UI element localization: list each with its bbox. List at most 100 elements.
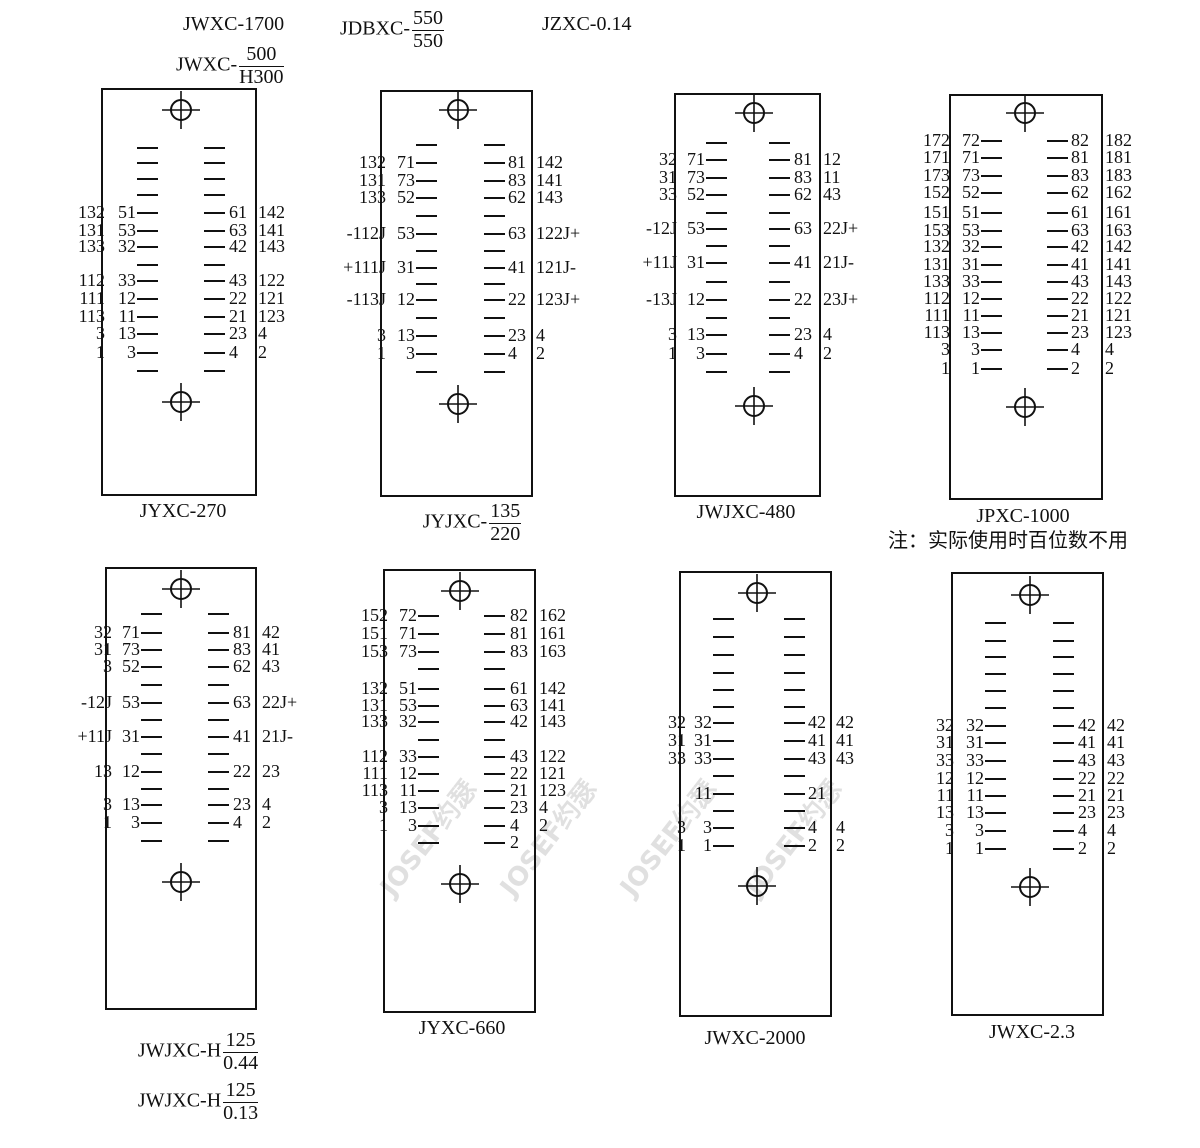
contact-dash-right — [484, 668, 505, 670]
contact-dash-left — [137, 147, 158, 149]
contact-dash-left — [985, 760, 1006, 762]
contact-inner-right: 4 — [233, 812, 242, 832]
contact-dash-right — [1047, 315, 1068, 317]
contact-dash-right — [769, 245, 790, 247]
relay-panel — [105, 567, 257, 1010]
contact-inner-left: 73 — [399, 641, 417, 661]
contact-dash-right — [1047, 298, 1068, 300]
terminal-outer-left: 32 — [94, 622, 112, 642]
contact-dash-right — [769, 212, 790, 214]
contact-dash-right — [484, 842, 505, 844]
relay-panel — [380, 90, 533, 497]
contact-dash-left — [137, 280, 158, 282]
contact-inner-right: 62 — [794, 184, 812, 204]
terminal-outer-left: +111J — [343, 257, 386, 277]
contact-dash-right — [484, 299, 505, 301]
terminal-outer-right: 122 — [539, 746, 566, 766]
terminal-outer-right: 4 — [258, 323, 267, 343]
contact-inner-left: 1 — [971, 358, 980, 378]
terminal-outer-right: 2 — [536, 343, 545, 363]
contact-inner-right: 41 — [508, 257, 526, 277]
contact-dash-left — [985, 795, 1006, 797]
contact-dash-left — [706, 281, 727, 283]
terminal-outer-left: 153 — [923, 220, 950, 240]
contact-dash-right — [1053, 742, 1074, 744]
contact-inner-left: 73 — [962, 165, 980, 185]
contact-inner-right: 43 — [510, 746, 528, 766]
contact-dash-left — [706, 317, 727, 319]
contact-dash-right — [484, 825, 505, 827]
mounting-hole-icon — [1006, 388, 1044, 426]
contact-dash-right — [204, 194, 225, 196]
terminal-outer-right: 122 — [1105, 289, 1132, 307]
contact-dash-right — [1053, 707, 1074, 709]
terminal-outer-left: -13J — [646, 289, 677, 309]
relay-panel — [951, 572, 1104, 1016]
caption-prefix: JWJXC-H — [137, 1039, 222, 1062]
contact-dash-right — [1047, 349, 1068, 351]
contact-inner-left: 13 — [397, 325, 415, 345]
contact-dash-left — [137, 230, 158, 232]
contact-inner-right: 83 — [1071, 165, 1089, 185]
contact-inner-left: 3 — [703, 817, 712, 837]
terminal-outer-right: 43 — [823, 184, 841, 204]
contact-dash-right — [784, 689, 805, 691]
terminal-outer-right: 161 — [1105, 203, 1132, 221]
contact-dash-left — [713, 758, 734, 760]
contact-dash-left — [141, 666, 162, 668]
contact-inner-left: 12 — [122, 761, 140, 781]
contact-inner-right: 83 — [233, 639, 251, 659]
contact-dash-left — [706, 142, 727, 144]
contact-inner-left: 31 — [397, 257, 415, 277]
relay-caption: JYXC-270 — [139, 500, 227, 522]
contact-inner-left: 33 — [966, 750, 984, 770]
contact-dash-left — [706, 177, 727, 179]
mounting-hole-icon — [735, 94, 773, 132]
contact-dash-right — [208, 753, 229, 755]
terminal-outer-right: 163 — [539, 641, 566, 661]
contact-inner-right: 2 — [510, 832, 519, 852]
terminal-outer-left: 111 — [924, 305, 950, 325]
contact-dash-right — [1053, 725, 1074, 727]
contact-dash-right — [1047, 157, 1068, 159]
contact-dash-right — [204, 298, 225, 300]
contact-inner-left: 11 — [118, 306, 136, 326]
terminal-outer-right: 122 — [258, 270, 285, 290]
terminal-outer-left: 132 — [923, 236, 950, 256]
contact-dash-left — [137, 352, 158, 354]
fraction-numerator: 500 — [239, 44, 284, 67]
contact-dash-right — [484, 790, 505, 792]
terminal-outer-left: 1 — [377, 343, 386, 363]
contact-dash-left — [706, 299, 727, 301]
contact-inner-left: 13 — [962, 322, 980, 342]
contact-dash-left — [137, 194, 158, 196]
contact-dash-left — [418, 668, 439, 670]
contact-inner-left: 52 — [122, 656, 140, 676]
contact-dash-right — [1053, 830, 1074, 832]
terminal-outer-right: 162 — [539, 605, 566, 625]
terminal-outer-right: 2 — [258, 342, 267, 362]
contact-dash-right — [484, 317, 505, 319]
contact-dash-right — [1047, 332, 1068, 334]
contact-inner-right: 4 — [1078, 820, 1087, 840]
contact-inner-right: 22 — [510, 763, 528, 783]
contact-dash-left — [141, 788, 162, 790]
terminal-outer-right: 41 — [262, 639, 280, 659]
terminal-outer-left: 31 — [936, 732, 954, 752]
contact-inner-right: 42 — [510, 711, 528, 731]
contact-dash-right — [208, 840, 229, 842]
contact-dash-left — [416, 267, 437, 269]
contact-inner-left: 32 — [694, 712, 712, 732]
contact-dash-right — [784, 740, 805, 742]
terminal-outer-right: 141 — [258, 220, 285, 240]
contact-dash-right — [208, 613, 229, 615]
contact-dash-right — [484, 807, 505, 809]
contact-dash-left — [418, 773, 439, 775]
contact-dash-right — [484, 756, 505, 758]
terminal-outer-right: 143 — [258, 236, 285, 256]
contact-inner-right: 83 — [794, 167, 812, 187]
contact-dash-right — [204, 316, 225, 318]
contact-inner-right: 43 — [1071, 271, 1089, 291]
contact-inner-right: 23 — [794, 324, 812, 344]
